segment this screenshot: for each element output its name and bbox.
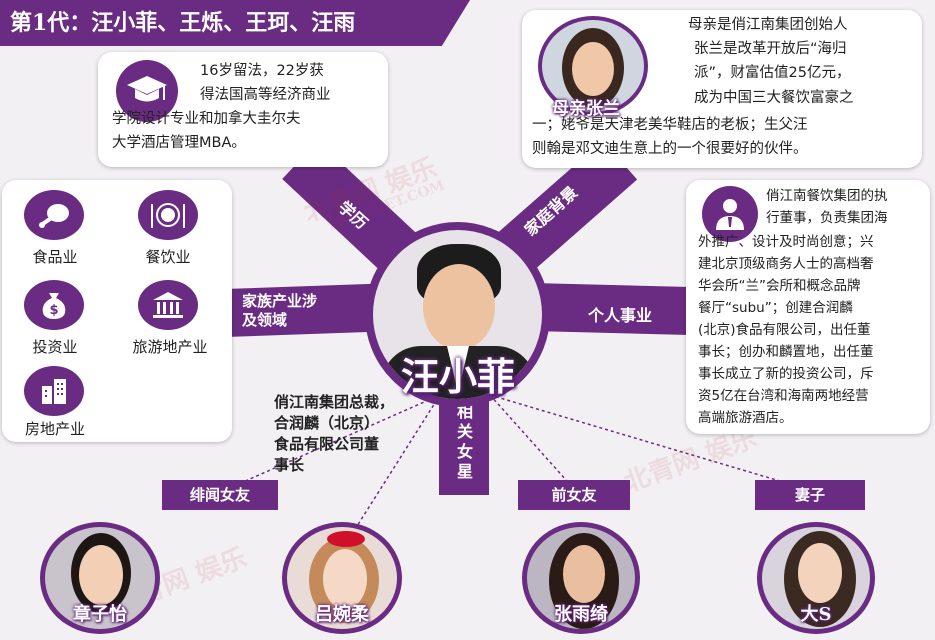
career-line-9: 事长成立了新的投资公司，斥 [698,366,874,382]
person-avatar [40,522,160,634]
category-ribbon-ex-girlfriend: 前女友 [518,480,630,510]
person-name: 大S [800,604,832,625]
education-line-3: 学院设计专业和加拿大圭尔夫 [112,111,301,127]
family-line-2: 张兰是改革开放后“海归 [694,41,847,57]
title-note-line: 合润麟（北京） [274,414,380,432]
career-line-1: 俏江南餐饮集团的执 [766,188,888,204]
office-building-icon [24,366,84,416]
career-line-2: 行董事，负责集团海 [766,210,888,226]
businessman-icon [702,186,758,242]
industry-label: 投资业 [32,338,78,356]
graduation-cap-icon [116,60,178,122]
career-line-4: 建北京顶级商务人士的高档奢 [698,256,874,272]
center-name: 汪小菲 [400,354,515,399]
page-title-banner: 第1代：汪小菲、王烁、王珂、汪雨 [0,0,470,46]
person-avatar [757,522,875,634]
relations-spoke-char: 关 [456,422,473,441]
title-note-line: 食品有限公司董 [274,435,380,453]
person-avatar [522,522,640,634]
family-line-1: 母亲是俏江南集团创始人 [688,17,848,33]
meat-leg-icon [24,190,84,240]
education-line-4: 大学酒店管理MBA。 [112,135,246,151]
industry-label: 旅游地产业 [132,338,208,356]
relations-spoke-label: 相 关 女 星 [455,402,475,482]
industry-label: 房地产业 [24,420,85,438]
svg-text:$: $ [49,303,58,318]
person-avatar [282,522,402,634]
family-background-card: 母亲张兰 母亲是俏江南集团创始人 张兰是改革开放后“海归 派”，财富估值25亿元… [522,10,922,168]
education-line-2: 得法国高等经济商业 [200,87,331,103]
family-line-5: 一；姥爷是天津老美华鞋店的老板；生父汪 [532,117,808,133]
person-name: 吕婉柔 [315,604,369,625]
industries-spoke-line: 及领域 [242,311,288,329]
career-line-7: (北京)食品有限公司，出任董 [698,322,871,338]
family-line-6: 则翰是邓文迪生意上的一个很要好的伙伴。 [532,141,808,157]
family-line-3: 派”，财富估值25亿元， [694,65,851,81]
title-note-line: 事长 [274,456,305,474]
category-ribbon-wife: 妻子 [755,480,865,510]
dinner-plate-icon [138,190,198,240]
relations-spoke-char: 星 [456,462,473,481]
career-card: 俏江南餐饮集团的执 行董事，负责集团海 外推广、设计及时尚创意；兴 建北京顶级商… [686,180,930,434]
mother-name-label: 母亲张兰 [552,99,620,119]
family-line-4: 成为中国三大餐饮富豪之 [694,90,854,106]
title-note: 俏江南集团总裁， 合润麟（北京） 食品有限公司董 事长 [274,392,394,476]
person-name: 张雨绮 [554,604,608,625]
career-line-3: 外推广、设计及时尚创意；兴 [698,234,874,250]
career-line-5: 华会所“兰”会所和概念品牌 [698,278,861,294]
money-bag-icon: $ [24,280,84,330]
bank-building-icon [138,280,198,330]
career-line-11: 高端旅游酒店。 [698,410,793,426]
relations-spoke-char: 女 [456,442,473,461]
industries-spoke-line: 家族产业涉 [242,292,318,310]
career-line-6: 餐厅“subu”；创建合润麟 [698,300,853,316]
category-ribbon-rumored-girlfriend: 绯闻女友 [162,480,278,510]
person-name: 章子怡 [73,604,127,625]
career-line-10: 资5亿在台湾和海南两地经营 [698,388,869,404]
education-card: 16岁留法，22岁获 得法国高等经济商业 学院设计专业和加拿大圭尔夫 大学酒店管… [98,52,388,167]
industry-label: 餐饮业 [145,248,191,266]
career-line-8: 事长；创办和麟置地，出任董 [698,344,874,360]
education-line-1: 16岁留法，22岁获 [200,63,324,79]
industries-card: 食品业 餐饮业 $ 投资业 旅游地产业 房地产业 [2,180,232,442]
mother-avatar [538,16,648,116]
title-note-line: 俏江南集团总裁， [274,393,395,411]
center-portrait [365,222,550,407]
industries-spoke-label: 家族产业涉 及领域 [242,292,317,330]
career-spoke-label: 个人事业 [588,306,653,325]
industry-label: 食品业 [32,248,78,266]
